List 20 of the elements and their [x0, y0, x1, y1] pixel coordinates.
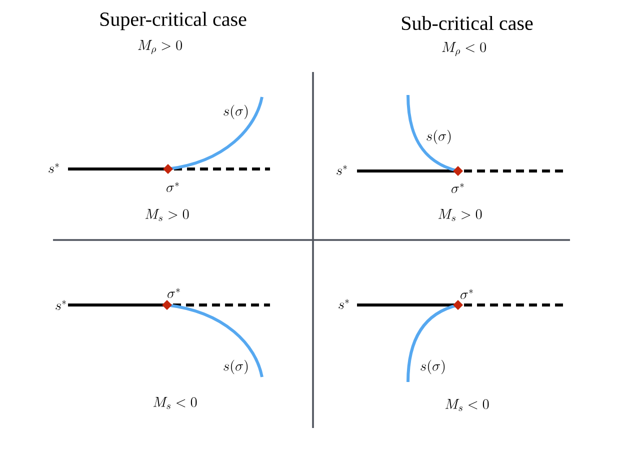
curve-label: $s(\sigma)$	[426, 130, 451, 144]
condition-label: $M_s < 0$	[445, 399, 489, 412]
curve-label: $s(\sigma)$	[420, 360, 445, 374]
condition-label: $M_s > 0$	[438, 209, 482, 222]
condition-label: $M_s > 0$	[145, 209, 189, 222]
condition-label: $M_s < 0$	[153, 397, 197, 410]
curve-label: $s(\sigma)$	[224, 360, 248, 374]
curve-label: $s(\sigma)$	[224, 104, 248, 120]
line-label: $s^*$	[338, 299, 349, 310]
column-heading: Super-critical case	[100, 12, 246, 30]
point-label: $\sigma^*$	[168, 288, 180, 298]
point-label: $\sigma^*$	[166, 182, 179, 192]
condition-label: $M_\rho > 0$	[138, 40, 182, 54]
point-label: $\sigma^*$	[460, 289, 473, 300]
condition-label: $M_\rho < 0$	[442, 42, 486, 56]
line-label: $s^*$	[48, 163, 59, 174]
point-label: $\sigma^*$	[452, 183, 464, 194]
column-heading: Sub-critical case	[402, 16, 533, 30]
line-label: $s^*$	[336, 165, 347, 176]
line-label: $s^*$	[56, 300, 66, 310]
